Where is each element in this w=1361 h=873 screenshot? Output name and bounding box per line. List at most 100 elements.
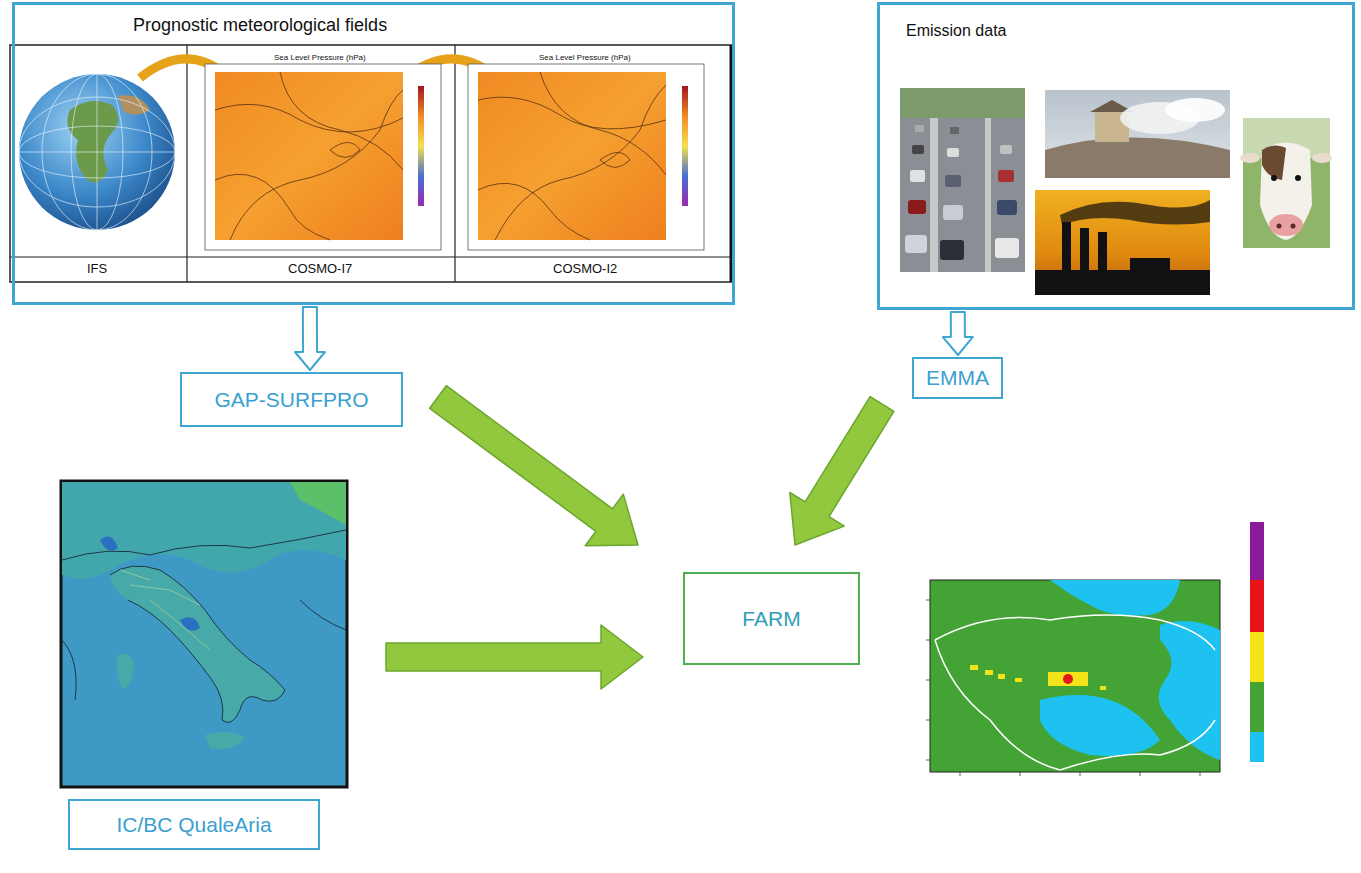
cow-photo-part <box>1271 175 1277 181</box>
output-map <box>897 522 1264 789</box>
meteo-illustration-part-part <box>215 174 330 240</box>
output-map-part-part <box>926 680 930 681</box>
model-name: COSMO-I7 <box>288 262 352 276</box>
icbc-map-part-part <box>300 600 346 630</box>
box-label: IC/BC QualeAria <box>68 799 320 850</box>
output-map-part <box>1060 720 1215 770</box>
icbc-map-part <box>61 481 347 787</box>
icbc-map-part <box>205 732 245 749</box>
traffic-photo-part <box>945 175 961 187</box>
icbc-map-part <box>117 654 134 688</box>
output-map-part <box>1159 621 1220 760</box>
output-map-part <box>1250 732 1264 762</box>
cow-photo-part <box>1312 153 1332 163</box>
output-map-part <box>998 674 1005 679</box>
factory-photo-part <box>1060 200 1210 225</box>
box-label: EMMA <box>926 365 989 390</box>
factory-photo-part <box>1035 190 1210 295</box>
output-map-part <box>970 665 978 670</box>
cow-photo-part <box>1295 175 1301 181</box>
meteo-illustration-part <box>478 72 666 240</box>
output-map-part-part <box>926 640 930 641</box>
model-name: IFS <box>87 262 107 276</box>
meteo-illustration-part <box>454 45 455 282</box>
output-map-part-part <box>960 772 961 776</box>
traffic-photo-part <box>947 148 959 157</box>
traffic-photo <box>900 88 1025 272</box>
box-label: Prognostic meteorological fields <box>133 15 387 37</box>
cow-photo-part <box>1262 145 1286 180</box>
output-map-part <box>1048 672 1088 686</box>
chimney-smoke-photo <box>1045 90 1230 178</box>
factory-photo-part <box>1035 270 1210 295</box>
output-map-part <box>930 580 1220 772</box>
icbc-map-part-part <box>62 640 76 700</box>
icbc-map-part <box>62 482 346 579</box>
meteo-illustration-part-part <box>540 72 666 175</box>
traffic-photo-part <box>930 118 938 272</box>
meteo-illustration-part-part <box>330 143 360 158</box>
icbc-map <box>61 481 347 787</box>
output-map-part <box>1100 686 1106 690</box>
meteo-input-box: Prognostic meteorological fields <box>12 2 735 305</box>
traffic-photo-part <box>1000 145 1012 154</box>
traffic-photo-part <box>900 88 1025 118</box>
flow-arrow <box>386 625 643 689</box>
meteo-illustration-part <box>468 64 704 250</box>
icbc-map-part-part <box>62 530 346 560</box>
meteo-illustration-part-part <box>478 97 666 129</box>
box-label: Emission data <box>906 21 1007 40</box>
meteo-illustration <box>10 45 732 282</box>
output-map-part <box>1040 695 1160 756</box>
factory-photo <box>1035 190 1210 295</box>
traffic-photo-part <box>995 238 1019 258</box>
output-map-part <box>926 600 1200 776</box>
icbc-map-part <box>100 536 118 550</box>
meteo-illustration-part-part <box>495 85 666 240</box>
traffic-photo-part <box>943 205 963 220</box>
output-map-part-part <box>926 760 930 761</box>
meteo-illustration-part-part <box>478 183 590 240</box>
emission-input-box: Emission data <box>877 2 1355 310</box>
traffic-photo-part <box>940 240 964 260</box>
factory-photo-part <box>1130 258 1170 272</box>
chimney-smoke-photo-part <box>1045 90 1230 178</box>
output-map-part-part <box>926 720 930 721</box>
map-title: Sea Level Pressure (hPa) <box>539 54 631 63</box>
output-map-part <box>1063 674 1073 684</box>
traffic-photo-part <box>910 170 925 182</box>
meteo-illustration-part <box>10 256 732 257</box>
output-map-part-part <box>1080 772 1081 776</box>
map-title: Sea Level Pressure (hPa) <box>274 54 366 63</box>
traffic-photo-part <box>905 235 927 253</box>
meteo-illustration-part <box>478 72 666 240</box>
cow-photo-part <box>1260 143 1312 241</box>
traffic-photo-part <box>908 200 926 214</box>
icbc-map-part-part <box>130 585 200 605</box>
icbc-map-part-part <box>110 566 285 690</box>
meteo-illustration-part-part <box>97 74 98 230</box>
cow-photo <box>1240 118 1332 248</box>
traffic-photo-part <box>997 200 1017 215</box>
output-map-part <box>1250 682 1264 732</box>
preprocessor-box: GAP-SURFPRO <box>180 372 403 427</box>
output-map-part-part <box>1200 772 1201 776</box>
icbc-map-part <box>120 570 210 650</box>
meteo-illustration-part <box>682 86 688 206</box>
icbc-map-part <box>62 530 346 722</box>
meteo-illustration-part <box>19 74 175 230</box>
meteo-illustration-part <box>10 45 732 282</box>
boundary-conditions-box: IC/BC QualeAria <box>60 480 348 850</box>
model-name: COSMO-I2 <box>553 262 617 276</box>
cow-photo-part <box>1240 153 1260 163</box>
output-map-part <box>897 567 1235 789</box>
traffic-photo-part <box>950 127 959 134</box>
meteo-illustration-part <box>418 86 424 206</box>
icbc-map-part-part <box>150 600 210 650</box>
output-map-part <box>1250 632 1264 682</box>
flow-arrow <box>790 397 894 545</box>
output-map-part <box>1015 678 1022 682</box>
